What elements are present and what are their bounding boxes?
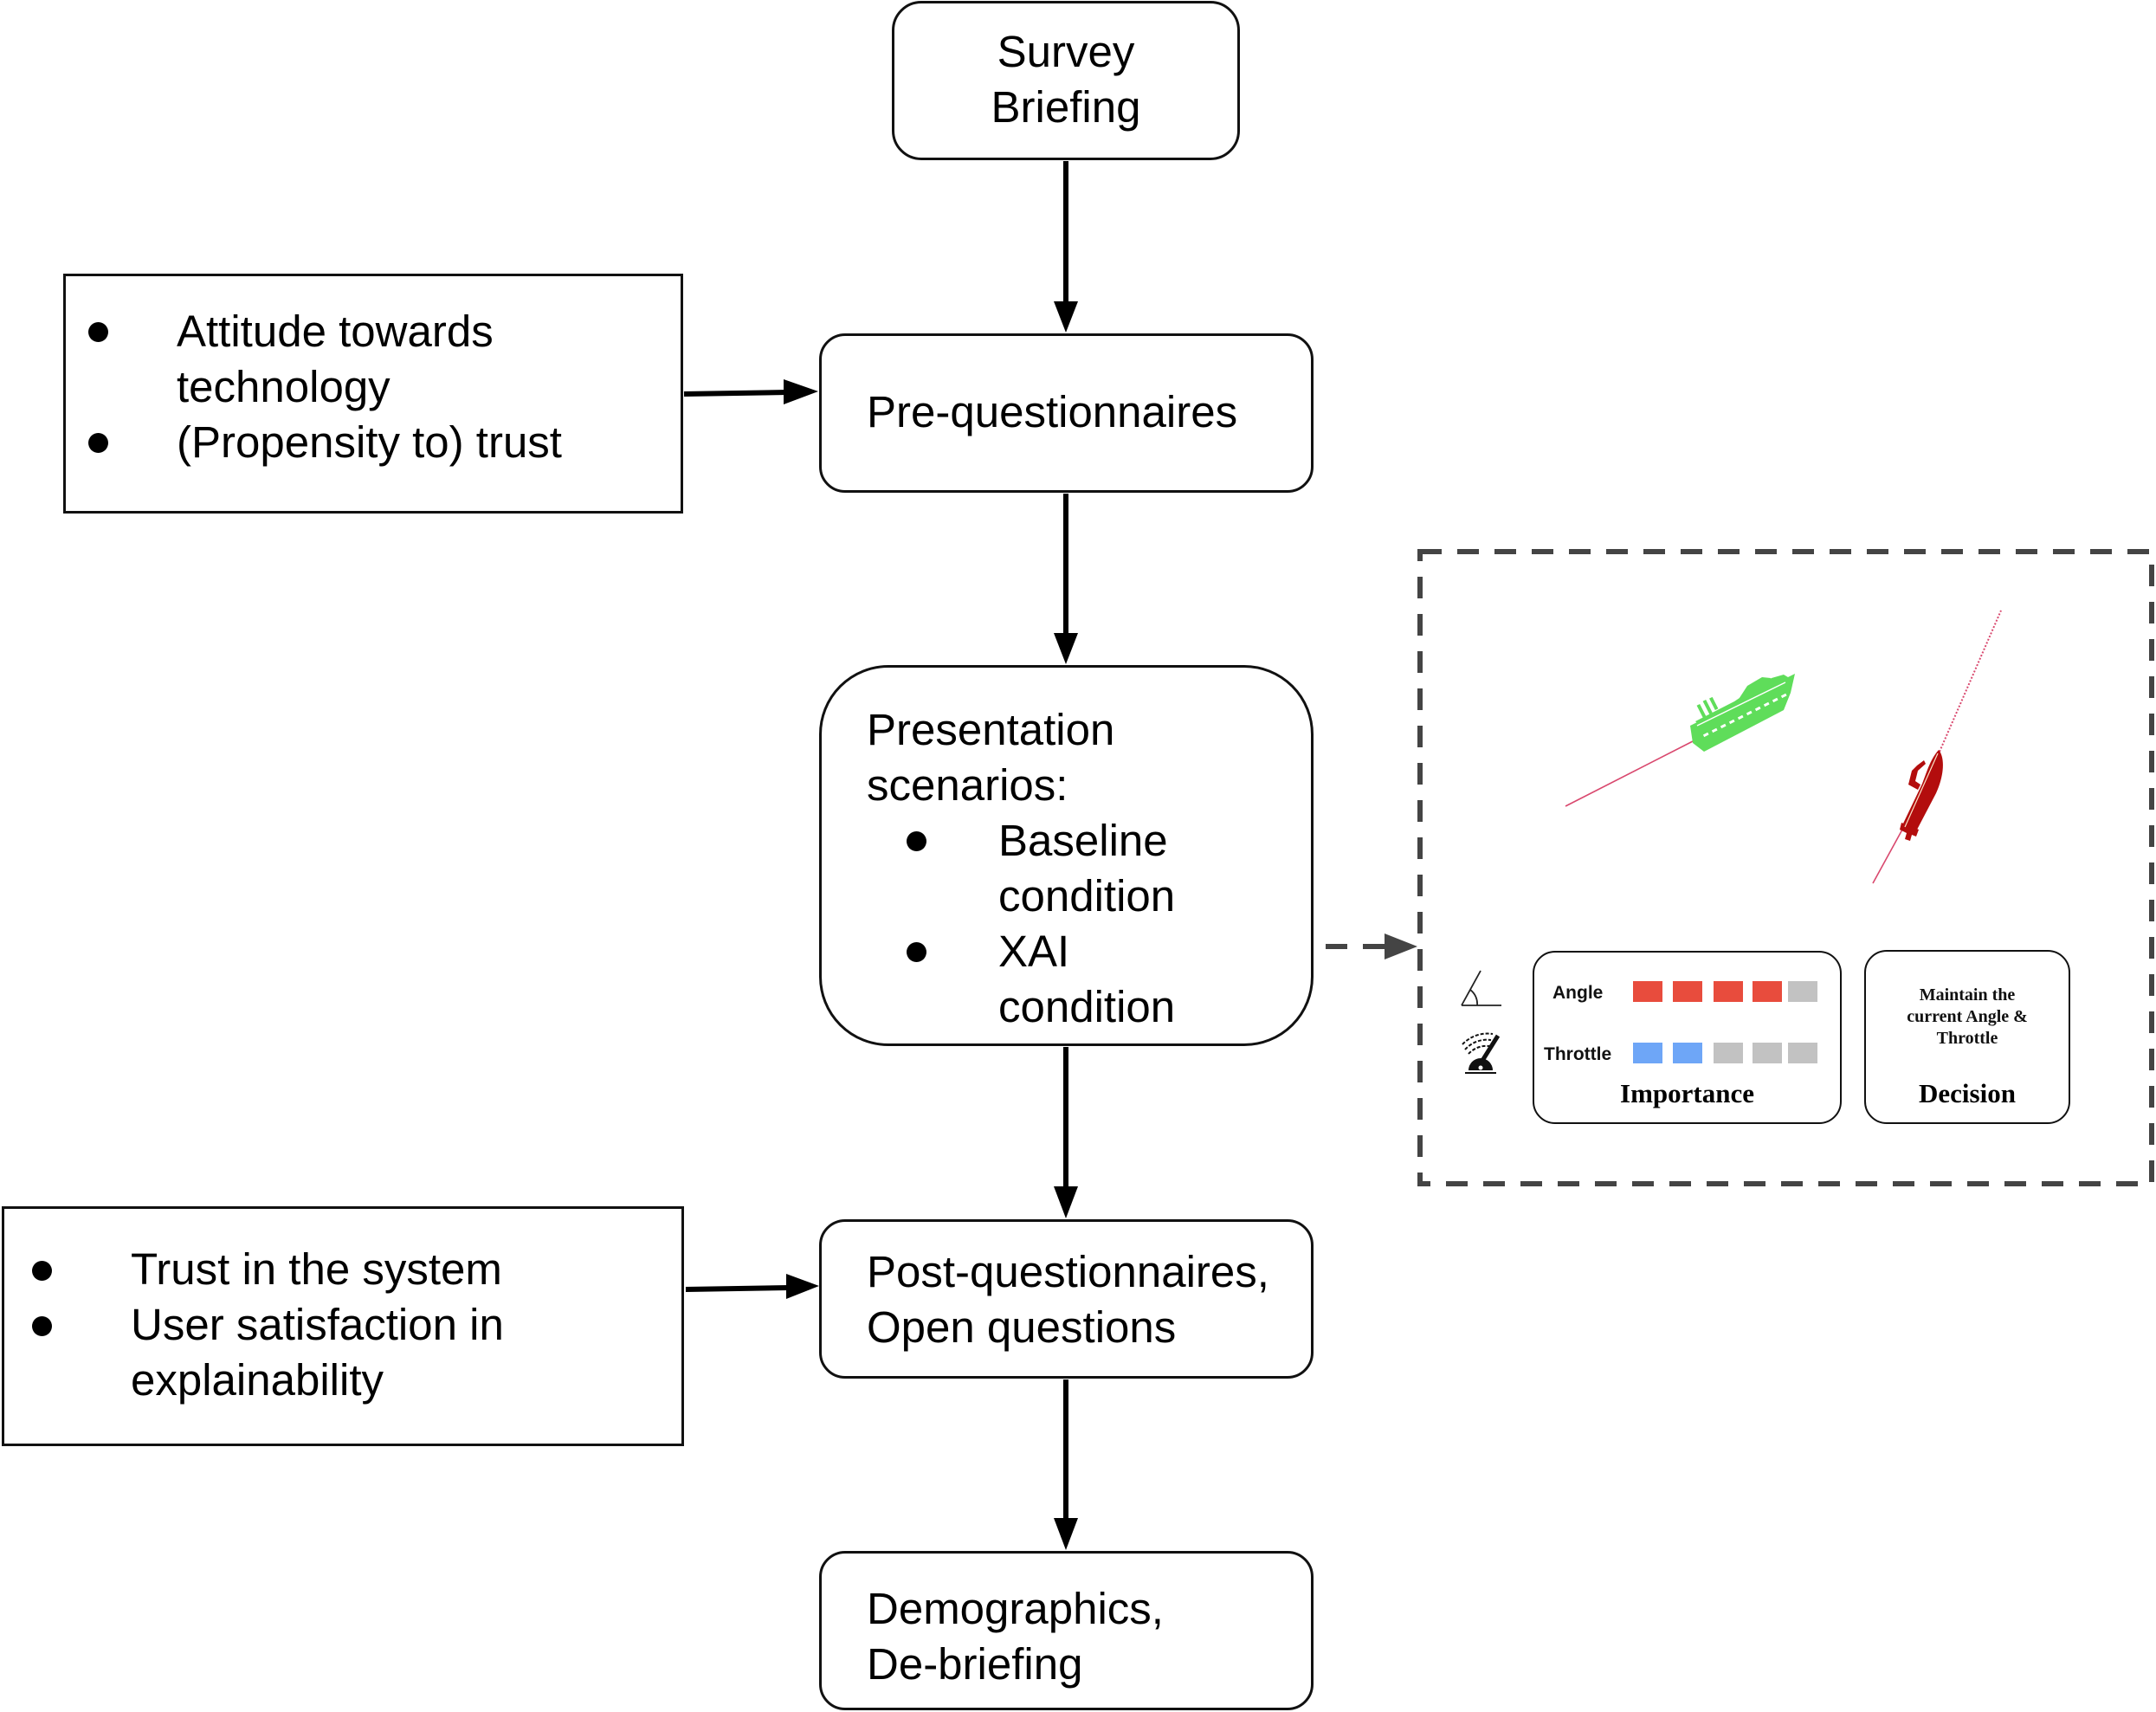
demographics-line: De-briefing [867,1639,1083,1689]
importance-square-angle-2 [1673,981,1702,1002]
arrow-post-to-demographics [1054,1379,1078,1550]
decision-panel: Maintain the current Angle & Throttle De… [1864,950,2070,1124]
post-measure-line: User satisfaction in [131,1300,504,1349]
arrow-survey-to-pre [1054,161,1078,333]
pre-questionnaires-label: Pre-questionnaires [867,387,1238,436]
post-measure-line: Trust in the system [131,1244,502,1294]
bullet-icon [907,831,926,851]
post-measure-item: Trust in the system [4,1242,546,1297]
importance-square-throttle-2 [1673,1043,1702,1063]
decision-title: Decision [1919,1078,2016,1108]
condition-xai: XAI condition [867,924,1241,1035]
motorboat-icon [1900,750,1943,841]
post-questionnaires-line: Open questions [867,1302,1177,1352]
pre-measure-line: (Propensity to) trust [177,417,562,467]
presentation-scenarios-box: Presentation scenarios: Baseline conditi… [819,665,1314,1046]
pre-measure-line: Attitude towards [177,307,494,356]
survey-briefing-line: Briefing [991,82,1141,132]
bullet-icon [907,942,926,962]
arrow-presentation-to-post [1054,1047,1078,1218]
other-vessel-trajectory [1872,829,1903,884]
post-measure-line: explainability [131,1355,384,1405]
importance-square-angle-1 [1633,981,1662,1002]
presentation-title-line: scenarios: [867,760,1068,810]
importance-square-angle-5 [1788,981,1817,1002]
feature-label-throttle: Throttle [1544,1044,1612,1064]
demographics-line: Demographics, [867,1584,1164,1633]
survey-briefing-box: Survey Briefing [892,1,1240,160]
throttle-lever-icon [1462,1032,1501,1074]
post-measure-item: User satisfaction in explainability [4,1297,546,1408]
importance-square-throttle-4 [1753,1043,1782,1063]
decision-text: Maintain the current Angle & Throttle [1866,985,2069,1050]
importance-square-throttle-1 [1633,1043,1662,1063]
presentation-title: Presentation scenarios: [867,702,1114,813]
condition-baseline: Baseline condition [867,813,1241,924]
condition-line: condition [998,871,1176,921]
pre-measure-item: Attitude towards technology [66,304,575,415]
cruise-ship-windows [1696,682,1787,738]
decision-text-line: current Angle & [1907,1007,2028,1026]
xai-panel-border [1417,549,2154,1186]
decision-text-line: Maintain the [1919,985,2016,1005]
importance-square-angle-3 [1714,981,1743,1002]
angle-icon [1461,970,1501,1006]
post-questionnaires-label: Post-questionnaires, Open questions [867,1244,1269,1355]
arrow-post-measures-to-post [685,1274,819,1299]
condition-list: Baseline condition XAI condition [867,813,1241,1035]
importance-square-throttle-5 [1788,1043,1817,1063]
feature-label-angle: Angle [1552,983,1604,1003]
survey-briefing-label: Survey Briefing [894,24,1237,135]
condition-line: XAI [998,927,1070,976]
pre-measure-line: technology [177,362,391,411]
post-questionnaires-box: Post-questionnaires, Open questions [819,1219,1314,1379]
post-measures-box: Trust in the system User satisfaction in… [2,1206,684,1446]
importance-title: Importance [1620,1078,1754,1108]
bullet-icon [32,1316,52,1336]
own-ship-trajectory [1565,740,1694,807]
presentation-title-line: Presentation [867,705,1115,754]
bullet-icon [88,433,108,453]
feature-icons [1461,970,1501,1074]
arrow-pre-measures-to-pre [683,379,818,404]
other-vessel-projected-path [1939,610,2002,753]
importance-square-angle-4 [1753,981,1782,1002]
pre-measure-item: (Propensity to) trust [66,415,575,470]
pre-measures-list: Attitude towards technology (Propensity … [66,304,575,470]
survey-briefing-line: Survey [997,27,1135,76]
decision-text-line: Throttle [1936,1029,1998,1048]
importance-square-throttle-3 [1714,1043,1743,1063]
post-questionnaires-line: Post-questionnaires, [867,1247,1269,1296]
cruise-ship-icon [1690,674,1795,752]
condition-line: condition [998,982,1176,1031]
demographics-box: Demographics, De-briefing [819,1551,1314,1710]
condition-line: Baseline [998,816,1168,865]
bullet-icon [88,322,108,342]
demographics-label: Demographics, De-briefing [867,1581,1164,1692]
bullet-icon [32,1261,52,1281]
arrow-pre-to-presentation [1054,494,1078,664]
pre-questionnaires-box: Pre-questionnaires [819,333,1314,493]
post-measures-list: Trust in the system User satisfaction in… [4,1242,546,1408]
pre-measures-box: Attitude towards technology (Propensity … [63,274,683,514]
importance-panel: Angle Throttle Importance [1533,951,1842,1124]
